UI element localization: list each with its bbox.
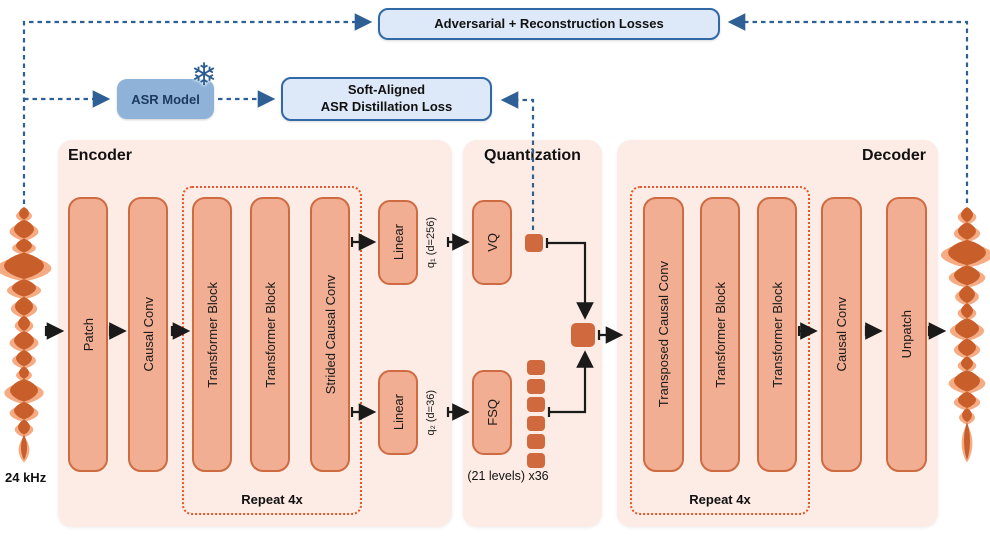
decoder-title: Decoder: [861, 147, 926, 164]
block-causal-conv-decoder: Causal Conv: [821, 197, 862, 472]
block-fsq-label: FSQ: [484, 399, 500, 426]
linear-1-sublabel: q₁ (d=256): [425, 216, 437, 269]
distillation-loss-line2: ASR Distillation Loss: [320, 99, 453, 114]
snowflake-icon: ❄: [191, 57, 217, 93]
adversarial-loss-label: Adversarial + Reconstruction Losses: [434, 15, 664, 31]
block-causal-conv-label: Causal Conv: [140, 297, 156, 372]
block-unpatch: Unpatch: [886, 197, 927, 472]
block-transformer-2: Transformer Block: [250, 197, 290, 472]
fsq-token-square: [527, 415, 545, 431]
adversarial-loss-box: Adversarial + Reconstruction Losses: [378, 8, 720, 40]
block-unpatch-label: Unpatch: [899, 310, 914, 359]
sample-rate-label: 24 kHz: [5, 470, 47, 485]
fsq-token-square: [527, 378, 545, 394]
block-fsq: FSQ: [472, 370, 512, 455]
distillation-loss-box: Soft-Aligned ASR Distillation Loss: [281, 77, 492, 121]
block-linear-2-label: Linear: [390, 394, 406, 431]
block-transformer-1: Transformer Block: [192, 197, 232, 472]
block-linear-2: Linear: [378, 370, 418, 455]
block-linear-1-label: Linear: [390, 224, 406, 261]
block-causal-conv: Causal Conv: [128, 197, 168, 472]
linear-2-sublabel: q₂ (d=36): [425, 389, 437, 436]
block-vq-label: VQ: [484, 233, 500, 252]
block-vq: VQ: [472, 200, 512, 285]
block-transformer-3-label: Transformer Block: [712, 281, 728, 388]
block-transformer-2-label: Transformer Block: [262, 281, 278, 388]
block-patch: Patch: [68, 197, 108, 472]
block-linear-1: Linear: [378, 200, 418, 285]
block-transposed-causal-conv-label: Transposed Causal Conv: [656, 261, 671, 408]
block-transformer-1-label: Transformer Block: [204, 281, 220, 388]
decoder-repeat-label: Repeat 4x: [689, 492, 751, 507]
asr-model-label: ASR Model: [131, 91, 200, 107]
encoder-title: Encoder: [68, 147, 133, 164]
fsq-token-square: [527, 434, 545, 449]
block-patch-label: Patch: [80, 317, 96, 352]
distillation-loss-line1: Soft-Aligned: [347, 82, 426, 98]
fsq-token-square: [527, 360, 545, 375]
fsq-levels-note: (21 levels) x36: [467, 469, 549, 483]
quantization-title: Quantization: [484, 147, 581, 164]
block-transformer-4-label: Transformer Block: [769, 281, 785, 388]
merge-token-square: [571, 323, 595, 347]
fsq-token-square: [527, 452, 545, 468]
block-strided-causal-conv: Strided Causal Conv: [310, 197, 350, 472]
block-transformer-3: Transformer Block: [700, 197, 740, 472]
block-causal-conv-decoder-label: Causal Conv: [834, 297, 849, 372]
block-transposed-causal-conv: Transposed Causal Conv: [643, 197, 684, 472]
vq-token-square: [525, 234, 543, 252]
block-strided-causal-conv-label: Strided Causal Conv: [322, 274, 338, 395]
block-transformer-4: Transformer Block: [757, 197, 797, 472]
output-waveform-icon: [940, 207, 990, 463]
fsq-token-square: [527, 397, 545, 412]
input-waveform-icon: [0, 207, 52, 463]
encoder-repeat-label: Repeat 4x: [241, 492, 303, 507]
